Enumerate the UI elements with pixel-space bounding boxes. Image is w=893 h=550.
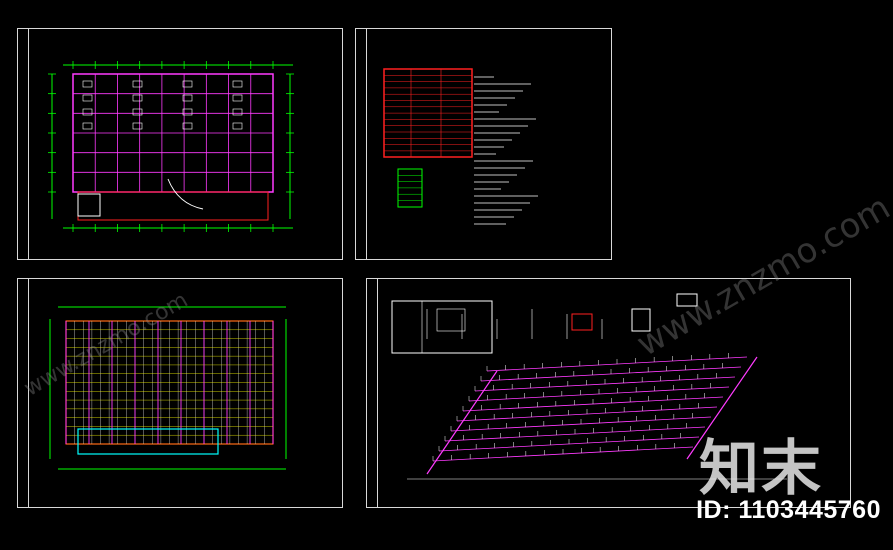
parking-stall — [82, 80, 93, 88]
stair-core — [77, 193, 101, 217]
sprinkler-plan-sheet[interactable] — [17, 278, 343, 508]
ramp-curve — [167, 178, 204, 210]
valve-detail — [571, 313, 593, 331]
parking-stall — [182, 80, 193, 88]
parking-stall — [132, 122, 143, 130]
parking-stall — [82, 122, 93, 130]
lower-zone-outline — [77, 428, 219, 455]
parking-stall — [232, 94, 243, 102]
parking-stall — [82, 94, 93, 102]
pump-room-detail — [391, 300, 493, 354]
id-watermark: ID: 1103445760 — [696, 496, 881, 524]
detail-box — [436, 308, 466, 332]
basement-plan-drawing — [48, 61, 294, 232]
parking-stall — [132, 94, 143, 102]
lower-wing-outline — [77, 191, 269, 221]
legend-notes-drawing — [383, 68, 538, 225]
head-detail — [676, 293, 698, 307]
sprinkler-plan-drawing — [49, 306, 287, 470]
isometric-details-sheet[interactable] — [366, 278, 851, 508]
legend-notes-sheet[interactable] — [355, 28, 612, 260]
parking-stall — [182, 108, 193, 116]
title-block — [356, 29, 367, 259]
tank-detail — [631, 308, 651, 332]
isometric-details-drawing — [391, 293, 787, 480]
parking-stall — [232, 80, 243, 88]
parking-stall — [232, 122, 243, 130]
parking-stall — [132, 80, 143, 88]
parking-stall — [132, 108, 143, 116]
parking-stall — [182, 94, 193, 102]
parking-stall — [82, 108, 93, 116]
brand-logo-watermark: 知末 — [699, 434, 823, 504]
isometric-main — [686, 356, 758, 460]
title-block — [18, 279, 29, 507]
title-block — [18, 29, 29, 259]
title-block — [367, 279, 378, 507]
basement-plan-sheet[interactable] — [17, 28, 343, 260]
isometric-main — [426, 370, 498, 475]
parking-stall — [182, 122, 193, 130]
parking-stall — [232, 108, 243, 116]
